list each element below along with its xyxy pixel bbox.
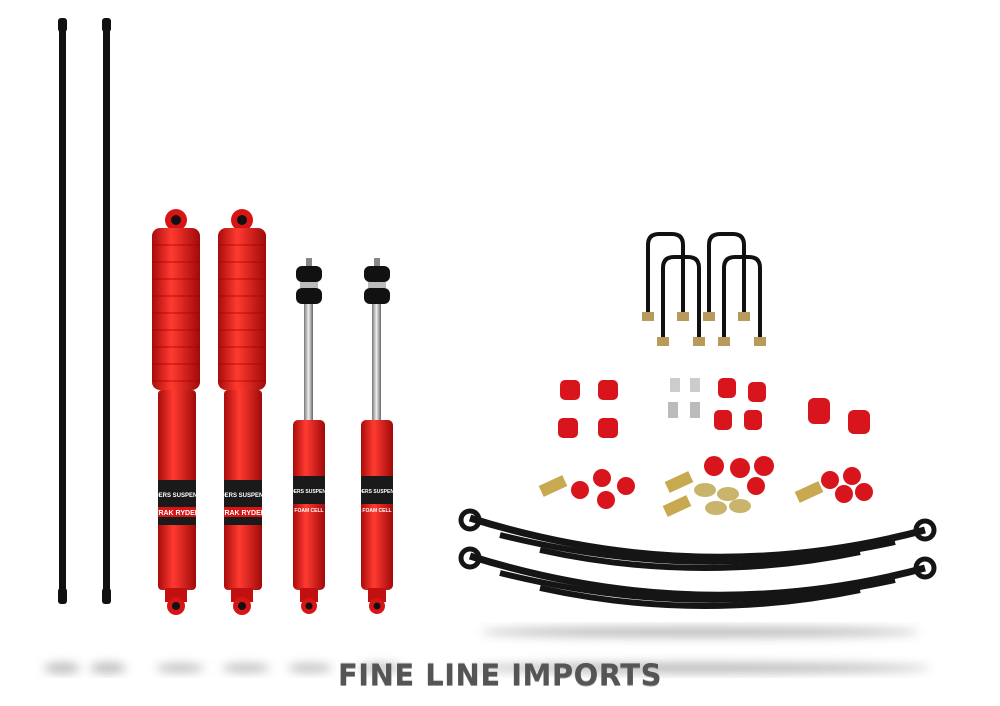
brand-label: PEDDERS SUSPENSION: [208, 493, 278, 499]
u-bolts: [646, 232, 762, 340]
shock-absorbers-front: [152, 208, 267, 616]
shock-absorbers-rear: [293, 258, 393, 614]
shadows: [44, 627, 930, 673]
brand-label: PEDDERS SUSPENSION: [142, 493, 212, 499]
shock-model-label: TRAK RYDER: [154, 510, 200, 517]
watermark-logo: FINE LINE IMPORTS: [338, 658, 662, 692]
torsion-bars: [58, 18, 111, 604]
shock-model-label: TRAK RYDER: [220, 510, 266, 517]
brand-label: PEDDERS SUSPENSION: [348, 489, 407, 495]
shock-model-label: FOAM CELL: [294, 508, 323, 514]
brand-label: PEDDERS SUSPENSION: [280, 489, 339, 495]
bushings: [558, 378, 873, 509]
sleeves: [538, 378, 824, 517]
leaf-springs: [458, 508, 937, 610]
shock-model-label: FOAM CELL: [362, 508, 391, 514]
nuts: [642, 312, 766, 346]
